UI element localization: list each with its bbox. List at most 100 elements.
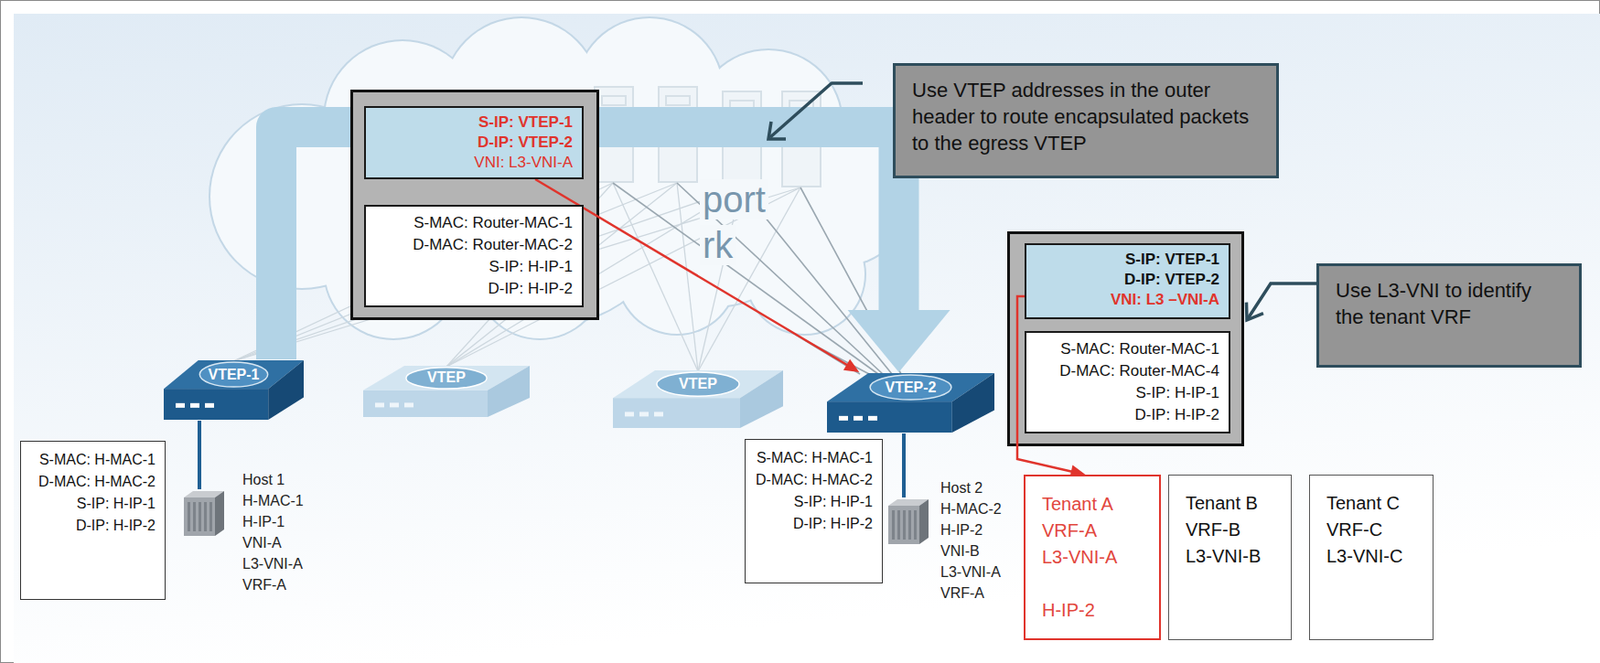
- field-text: Tenant A: [1041, 491, 1114, 518]
- inner-header: S-MAC: Router-MAC-1D-MAC: Router-MAC-2S-…: [364, 204, 584, 308]
- field-text: D-MAC: H-MAC-2: [755, 469, 873, 492]
- host-attribute: VNI-A: [242, 532, 353, 554]
- field-text: L3-VNI-C: [1326, 543, 1403, 570]
- host-frame: S-MAC: H-MAC-1D-MAC: H-MAC-2S-IP: H-IP-1…: [20, 440, 166, 601]
- field-text: Tenant C: [1326, 490, 1400, 517]
- field-text: VRF-B: [1185, 516, 1241, 544]
- field-text: S-MAC: Router-MAC-1: [1060, 338, 1220, 361]
- switch-port: [654, 411, 664, 417]
- vtep-switch: VTEP-1: [162, 359, 305, 421]
- host-link: [197, 420, 202, 490]
- switch-port: [853, 416, 863, 421]
- switch-port: [639, 411, 649, 417]
- field-text: S-IP: H-IP-1: [1135, 382, 1220, 405]
- field-text: S-IP: H-IP-1: [76, 493, 156, 516]
- server-slot: [897, 510, 901, 540]
- server-slot: [891, 510, 895, 540]
- host-attribute: H-MAC-1: [242, 490, 353, 512]
- switch-front: [826, 401, 953, 433]
- host-attribute: L3-VNI-A: [242, 553, 353, 575]
- field-text: Tenant B: [1185, 490, 1258, 517]
- switch-port: [204, 403, 215, 409]
- vtep-label: VTEP-1: [179, 365, 290, 386]
- vtep-switch: VTEP: [362, 365, 531, 419]
- host-attribute: VRF-A: [242, 574, 353, 596]
- callout-arrow: [1246, 283, 1317, 321]
- field-text: H-IP-2: [1041, 597, 1096, 624]
- switch-port: [404, 402, 414, 408]
- field-text: S-IP: VTEP-1: [1125, 249, 1220, 270]
- packet-frame: S-IP: VTEP-1D-IP: VTEP-2VNI: L3 –VNI-AS-…: [1007, 231, 1245, 447]
- network-label: rk: [699, 225, 736, 266]
- switch-front: [363, 390, 488, 418]
- server-slot: [187, 502, 191, 532]
- outer-header: S-IP: VTEP-1D-IP: VTEP-2VNI: L3-VNI-A: [364, 106, 584, 180]
- connector: [1245, 283, 1317, 321]
- switch-front: [163, 388, 269, 420]
- outer-header: S-IP: VTEP-1D-IP: VTEP-2VNI: L3 –VNI-A: [1024, 243, 1231, 320]
- switch-side: [268, 360, 304, 420]
- server-slot: [204, 502, 207, 532]
- switch-front: [612, 397, 741, 429]
- connector: [535, 179, 860, 373]
- switch-port: [389, 402, 399, 408]
- field-text: L3-VNI-B: [1185, 543, 1261, 570]
- host-link: [902, 433, 906, 498]
- server-slot: [902, 510, 906, 540]
- field-text: S-IP: H-IP-1: [794, 491, 873, 514]
- network-label: port: [699, 179, 769, 220]
- host-attribute: Host 1: [242, 469, 353, 491]
- field-text: D-MAC: H-MAC-2: [38, 471, 156, 494]
- callout-text: Use L3-VNI to identify the tenant VRF: [1335, 277, 1565, 331]
- leader-line: [770, 83, 863, 138]
- field-text: VNI: L3 –VNI-A: [1110, 289, 1220, 311]
- switch-port: [624, 411, 634, 417]
- field-text: S-MAC: H-MAC-1: [39, 449, 156, 472]
- vtep-label: VTEP-2: [856, 377, 967, 398]
- server-slot: [209, 502, 213, 532]
- server-front: [183, 497, 215, 537]
- server-slot: [913, 510, 917, 540]
- switch-port: [868, 416, 878, 421]
- field-text: D-IP: H-IP-2: [487, 278, 573, 301]
- host-server: Host 2H-MAC-2H-IP-2VNI-BL3-VNI-AVRF-A: [882, 497, 1030, 546]
- field-text: S-MAC: H-MAC-1: [756, 447, 873, 470]
- server-slot: [193, 502, 196, 532]
- field-text: VRF-C: [1326, 516, 1383, 544]
- field-text: D-IP: H-IP-2: [793, 513, 873, 536]
- switch-side: [487, 365, 530, 418]
- panel-ground: [13, 13, 1600, 663]
- leader-head: [768, 121, 786, 140]
- server-side: [919, 499, 929, 545]
- switch-port: [190, 403, 200, 409]
- field-text: S-IP: H-IP-1: [488, 256, 573, 279]
- vtep-label: VTEP: [643, 374, 753, 395]
- field-text: L3-VNI-A: [1041, 544, 1117, 571]
- server-front: [888, 505, 920, 545]
- connector: [199, 420, 201, 490]
- arrow-head: [848, 310, 951, 373]
- field-text: D-MAC: Router-MAC-4: [1059, 360, 1220, 383]
- field-text: D-IP: H-IP-2: [1134, 404, 1220, 427]
- server-slot: [908, 510, 912, 540]
- server-slot: [198, 502, 202, 532]
- connector: [1017, 296, 1086, 478]
- host-server: Host 1H-MAC-1H-IP-1VNI-AL3-VNI-AVRF-A: [178, 489, 334, 537]
- host-attribute: H-IP-1: [242, 511, 353, 533]
- cloud-body: [210, 18, 911, 339]
- field-text: VRF-A: [1041, 517, 1097, 545]
- vtep-switch: VTEP-2: [826, 372, 996, 434]
- switch-side: [952, 373, 995, 433]
- callout-note: Use VTEP addresses in the outer header t…: [892, 63, 1279, 179]
- cloud-outline: [208, 16, 913, 341]
- vtep-label: VTEP: [391, 367, 502, 388]
- callout-leader: [768, 83, 863, 140]
- field-text: S-MAC: Router-MAC-1: [413, 212, 573, 235]
- arrow-head: [1069, 465, 1085, 479]
- arrow-head: [1245, 302, 1263, 321]
- field-text: D-IP: VTEP-2: [1124, 269, 1220, 290]
- inner-header: S-MAC: Router-MAC-1D-MAC: Router-MAC-4S-…: [1024, 331, 1231, 434]
- switch-port: [375, 402, 385, 408]
